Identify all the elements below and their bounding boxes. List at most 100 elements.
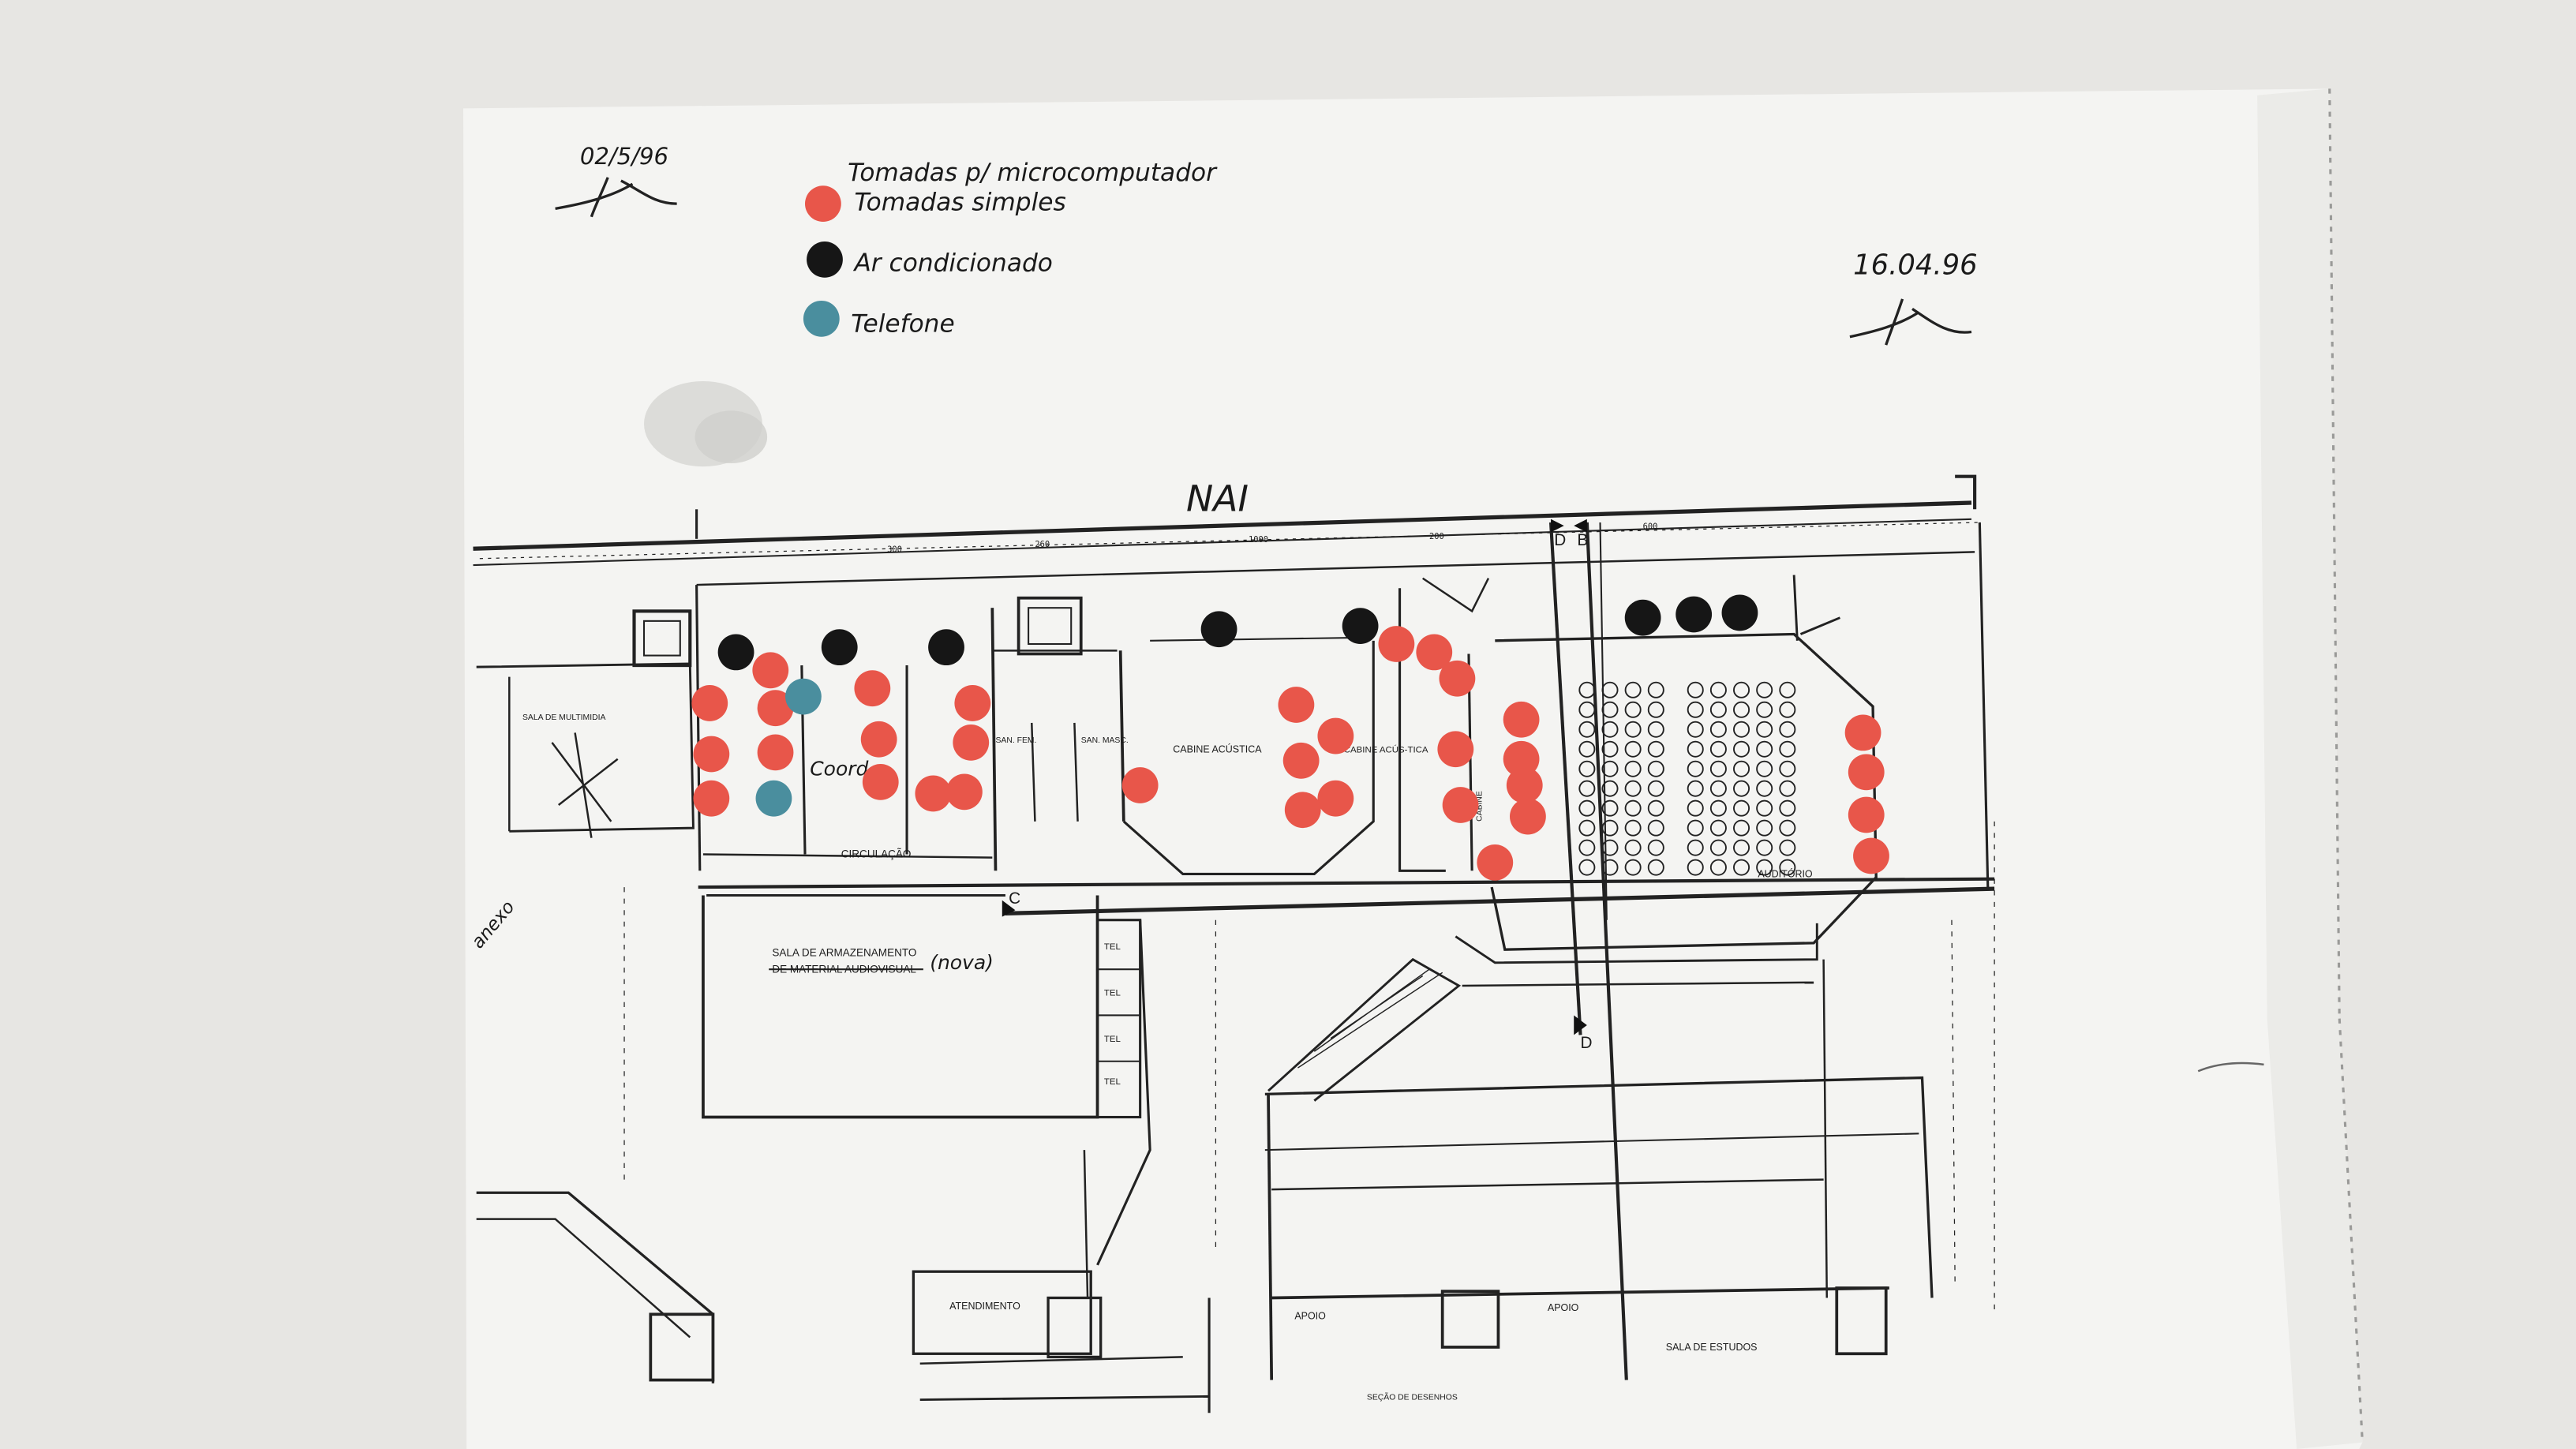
signature-right <box>1849 298 1972 346</box>
marker-simples <box>1416 634 1453 671</box>
room-circulacao: CIRCULAÇÃO <box>841 848 912 860</box>
marker-simples <box>953 724 990 761</box>
room-cabine-acustica: CABINE ACÚSTICA <box>1173 743 1262 754</box>
room-tel-4: TEL <box>1104 1077 1121 1087</box>
auditorium-seat <box>1779 701 1796 718</box>
auditorium-seat <box>1624 780 1642 797</box>
legend-heading: Tomadas p/ microcomputador <box>848 159 1218 187</box>
date-right: 16.04.96 <box>1853 249 1978 282</box>
dim-1000: 1000 <box>1249 535 1268 545</box>
auditorium-seat <box>1647 859 1664 876</box>
auditorium-seat <box>1709 839 1727 856</box>
auditorium-seat <box>1756 721 1773 738</box>
auditorium-seat <box>1733 799 1750 817</box>
room-auditorio: AUDITÓRIO <box>1758 868 1813 880</box>
auditorium-seat <box>1756 760 1773 777</box>
dim-260: 260 <box>1035 540 1050 549</box>
auditorium-seat <box>1709 760 1727 777</box>
auditorium-seat <box>1578 721 1596 738</box>
auditorium-seat <box>1601 760 1619 777</box>
legend-swatch-ar <box>807 242 843 278</box>
marker-simples <box>862 763 899 800</box>
room-coord: Coord <box>810 758 868 781</box>
auditorium-seat <box>1578 859 1596 876</box>
auditorium-seat <box>1779 721 1796 738</box>
auditorium-seat <box>1578 760 1596 777</box>
auditorium-seat <box>1709 859 1727 876</box>
auditorium-seat <box>1601 681 1619 698</box>
auditorium-seat <box>1578 740 1596 758</box>
auditorium-seat <box>1779 760 1796 777</box>
auditorium-seat <box>1647 780 1664 797</box>
auditorium-seat <box>1756 701 1773 718</box>
markers-telefone <box>755 678 822 817</box>
marker-simples <box>1503 701 1540 738</box>
section-marker-d-bottom: D <box>1581 1034 1593 1052</box>
plan-title: NAI <box>1186 477 1249 519</box>
room-multimidia: SALA DE MULTIMIDIA <box>522 713 606 722</box>
dim-600: 600 <box>1643 522 1658 531</box>
auditorium-seat <box>1601 799 1619 817</box>
auditorium-seat <box>1624 819 1642 837</box>
marker-simples <box>1282 742 1320 779</box>
auditorium-seat <box>1779 799 1796 817</box>
auditorium-seat <box>1687 859 1704 876</box>
auditorium-seat <box>1578 681 1596 698</box>
markers-tomadas-simples <box>691 626 1889 881</box>
auditorium-seat <box>1647 760 1664 777</box>
legend-swatch-simples <box>805 185 841 223</box>
auditorium-seat <box>1624 839 1642 856</box>
auditorium-seat <box>1624 859 1642 876</box>
room-apoio-1: APOIO <box>1294 1311 1326 1322</box>
auditorium-seat <box>1756 819 1773 837</box>
auditorium-seat <box>1756 859 1773 876</box>
auditorium-seat <box>1687 839 1704 856</box>
auditorium-seat <box>1709 740 1727 758</box>
marker-ar <box>1721 594 1758 631</box>
room-labels: SALA DE MULTIMIDIA Coord CIRCULAÇÃO SAN.… <box>468 713 1813 1402</box>
auditorium-seat <box>1756 780 1773 797</box>
auditorium-seat <box>1601 819 1619 837</box>
auditorium-seat <box>1779 819 1796 837</box>
auditorium-seat <box>1647 839 1664 856</box>
auditorium-seat <box>1578 839 1596 856</box>
auditorium-seat <box>1601 740 1619 758</box>
auditorium-seat <box>1687 721 1704 738</box>
marker-simples <box>1506 767 1543 803</box>
dim-300: 300 <box>887 545 902 554</box>
room-cabine-acustica-2: CABINE ACÚS-TICA <box>1344 744 1428 754</box>
legend: Tomadas p/ microcomputador Tomadas simpl… <box>803 159 1218 338</box>
auditorium-seat <box>1687 760 1704 777</box>
marker-simples <box>752 652 789 689</box>
auditorium-seat <box>1647 681 1664 698</box>
auditorium-seat <box>1756 799 1773 817</box>
room-tel-1: TEL <box>1104 942 1121 952</box>
marker-telefone <box>755 780 792 817</box>
auditorium-seat <box>1709 681 1727 698</box>
auditorium-seat <box>1624 721 1642 738</box>
room-san-fem: SAN. FEM. <box>995 736 1036 745</box>
architectural-plan: NAI <box>473 474 1995 1413</box>
auditorium-seat <box>1733 760 1750 777</box>
auditorium-seat <box>1687 799 1704 817</box>
marker-simples <box>693 736 730 773</box>
marker-simples <box>1853 837 1889 874</box>
marker-ar <box>821 629 858 666</box>
auditorium-seat <box>1578 799 1596 817</box>
auditorium-seat <box>1779 859 1796 876</box>
auditorium-seat <box>1733 740 1750 758</box>
section-marker-d-top: D <box>1554 531 1566 549</box>
auditorium-seat <box>1647 799 1664 817</box>
auditorium-seat <box>1779 839 1796 856</box>
auditorium-seat <box>1601 839 1619 856</box>
auditorium-seat <box>1647 819 1664 837</box>
auditorium-seat <box>1624 701 1642 718</box>
marker-simples <box>1284 792 1321 829</box>
auditorium-seat <box>1647 701 1664 718</box>
auditorium-seat <box>1709 819 1727 837</box>
marker-simples <box>915 775 952 812</box>
room-san-masc: SAN. MASC. <box>1081 736 1129 745</box>
markers-ar-condicionado <box>717 594 1758 671</box>
marker-ar <box>1200 611 1237 648</box>
room-sala-estudos: SALA DE ESTUDOS <box>1666 1342 1758 1353</box>
